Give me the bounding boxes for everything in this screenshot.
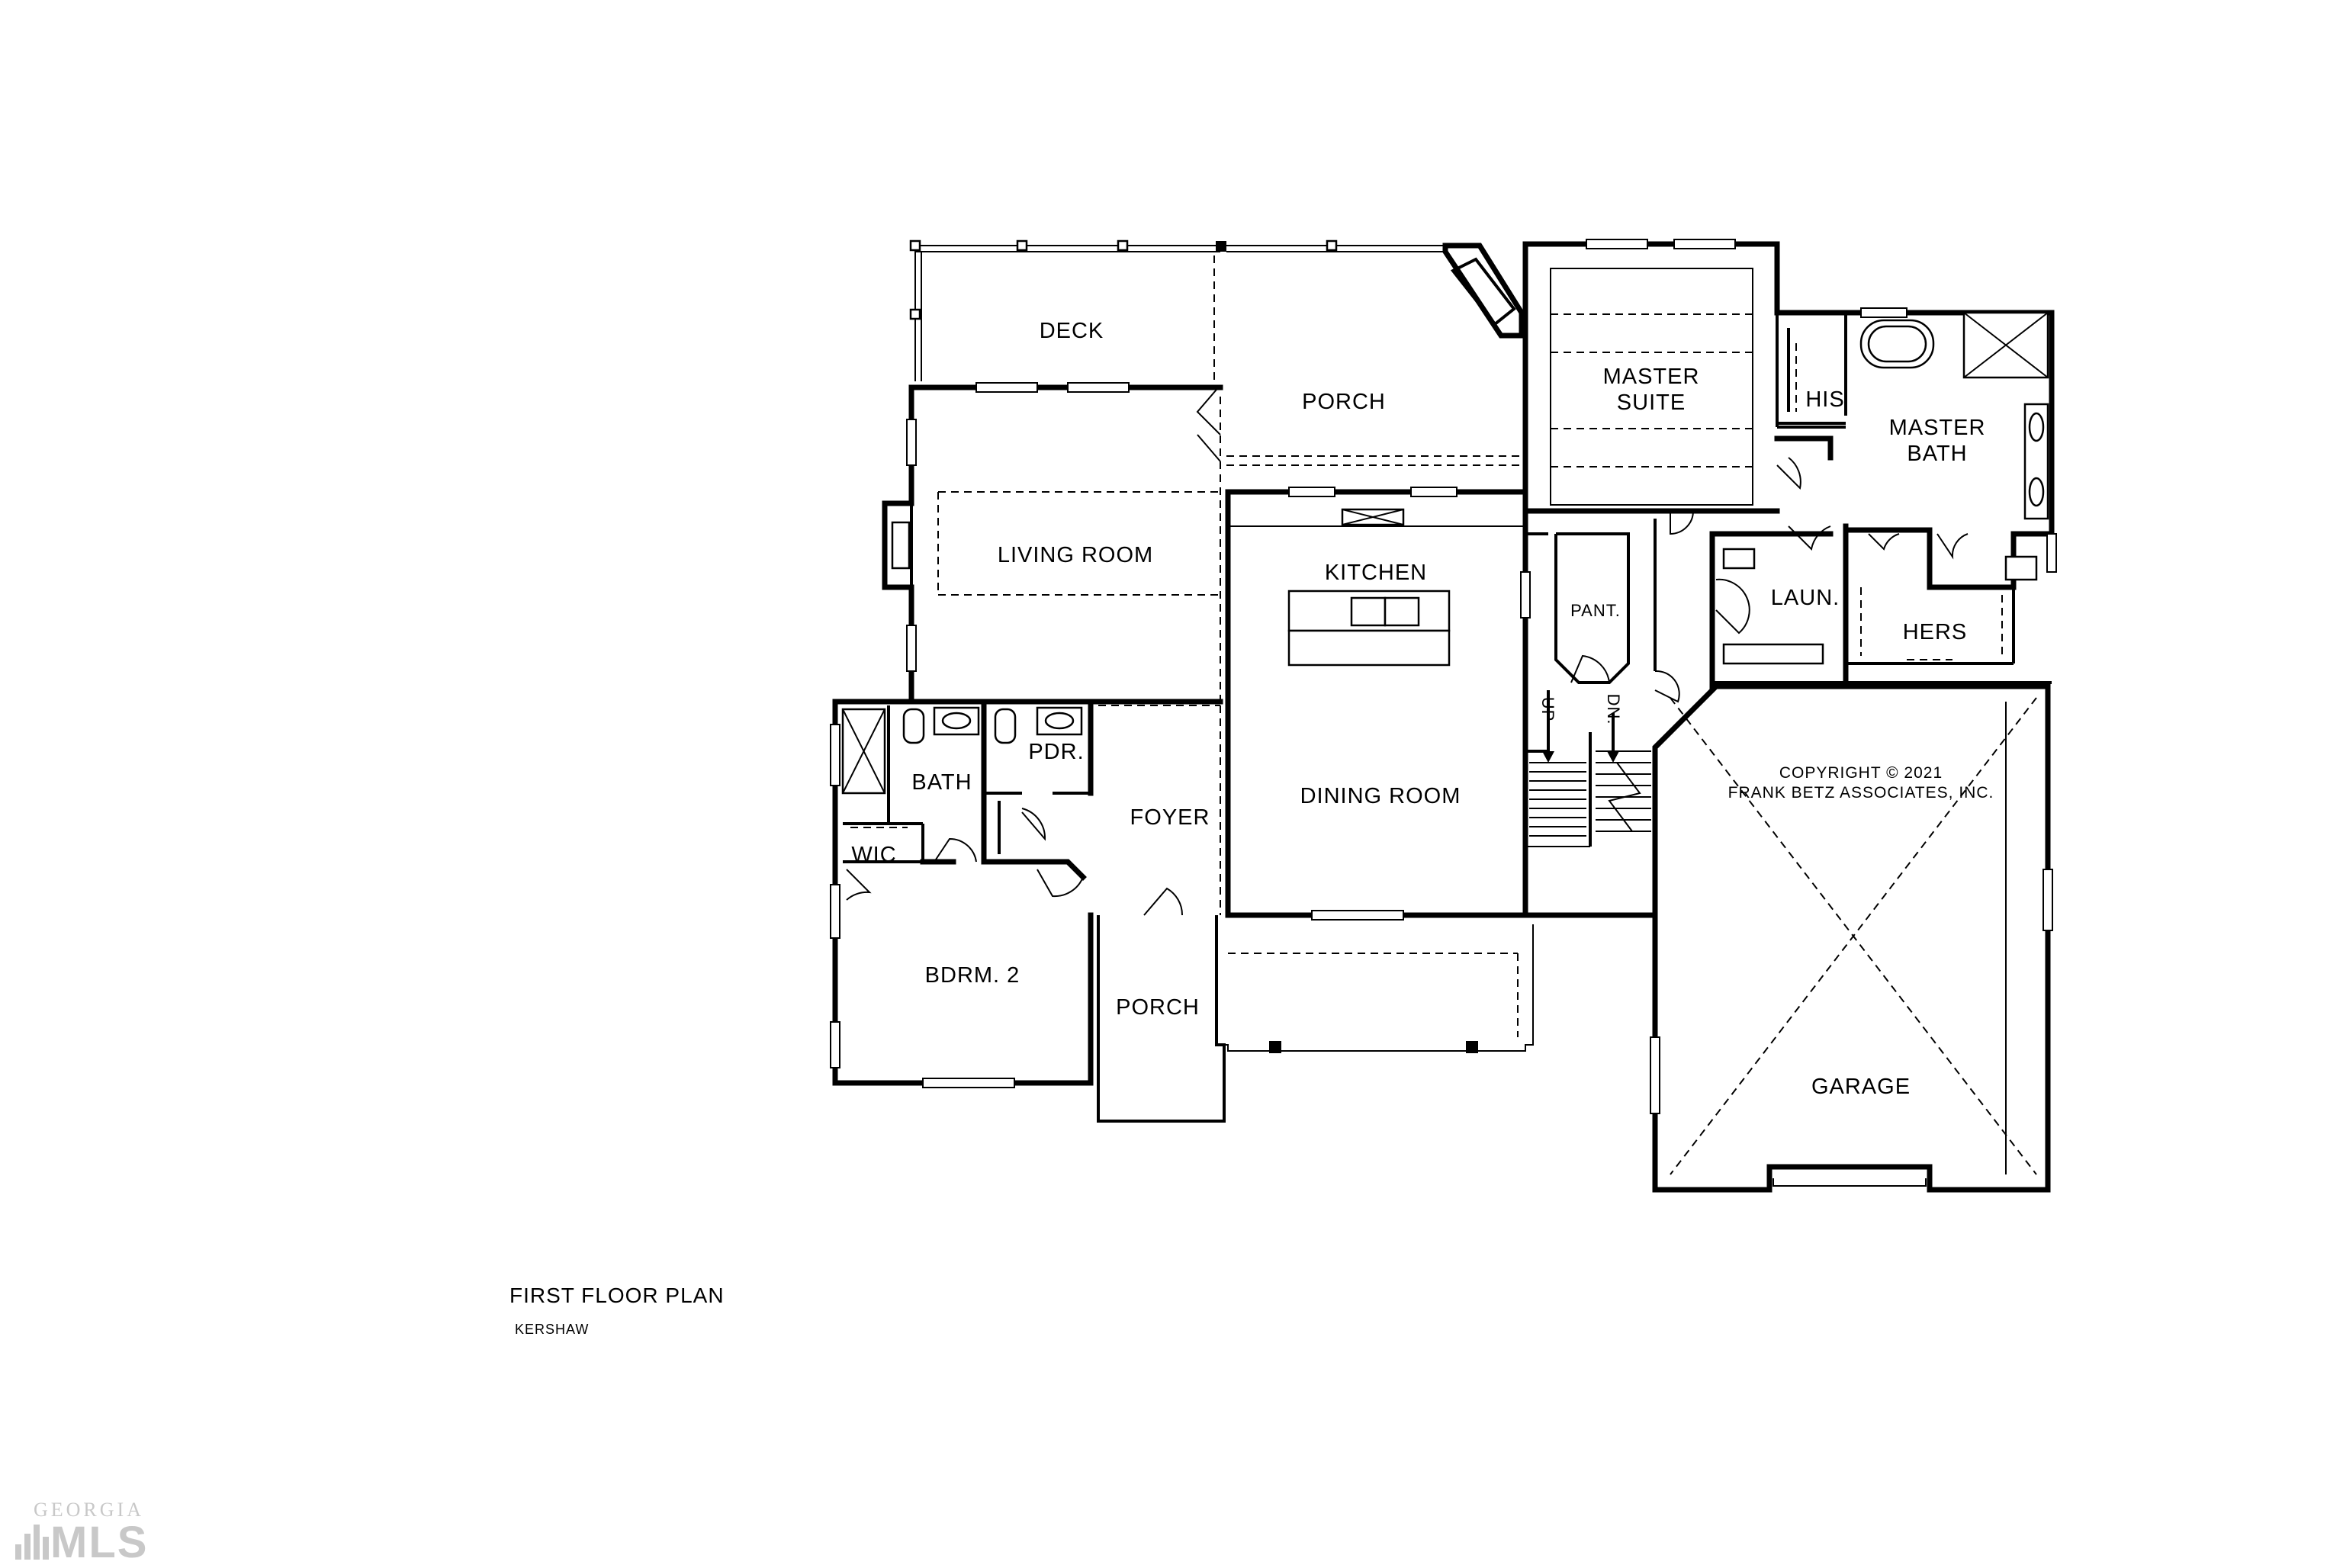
garage-area <box>1670 697 2037 1187</box>
label-laundry: LAUN. <box>1771 586 1840 610</box>
label-master-suite-1: MASTER <box>1603 365 1700 389</box>
interior-walls <box>832 268 2055 1086</box>
label-his: HIS <box>1805 387 1844 412</box>
closet-rods <box>850 343 2003 828</box>
deck-area <box>909 239 1226 381</box>
label-master-suite-2: SUITE <box>1617 390 1686 415</box>
label-wic: WIC <box>851 843 896 867</box>
label-kitchen: KITCHEN <box>1325 561 1427 585</box>
watermark-main-text: MLS <box>50 1518 149 1567</box>
label-stair-up: UP <box>1538 697 1557 722</box>
label-master-bath-2: BATH <box>1907 442 1967 466</box>
label-master-bath-1: MASTER <box>1889 416 1986 440</box>
label-dining-room: DINING ROOM <box>1300 784 1461 808</box>
label-garage: GARAGE <box>1811 1075 1911 1099</box>
label-front-porch: PORCH <box>1116 995 1200 1020</box>
watermark-top-text: GEORGIA <box>34 1499 144 1521</box>
copyright-line-2: FRANK BETZ ASSOCIATES, INC. <box>1728 784 1994 802</box>
plan-subtitle: KERSHAW <box>515 1322 590 1337</box>
plan-title: FIRST FLOOR PLAN <box>509 1284 725 1307</box>
georgia-mls-watermark: GEORGIA MLS <box>12 1499 165 1567</box>
label-pantry: PANT. <box>1570 601 1621 620</box>
label-bedroom-2: BDRM. 2 <box>925 963 1020 988</box>
copyright-line-1: COPYRIGHT © 2021 <box>1779 764 1943 782</box>
bath-fixtures <box>841 706 1083 795</box>
label-living-room: LIVING ROOM <box>998 543 1153 567</box>
watermark-bars-icon <box>15 1525 49 1560</box>
kitchen-fixtures <box>1228 508 1525 667</box>
label-hers: HERS <box>1903 620 1968 644</box>
label-stair-down: DN. <box>1604 694 1623 725</box>
rear-porch-area <box>1213 239 1525 466</box>
doors <box>846 384 1969 916</box>
master-bath-fixtures <box>1859 311 2049 581</box>
room-labels: DECK PORCH MASTER SUITE HIS MASTER BATH … <box>851 319 1994 1099</box>
label-deck: DECK <box>1040 319 1104 343</box>
label-rear-porch: PORCH <box>1302 390 1386 414</box>
label-bath: BATH <box>911 770 972 795</box>
windows <box>830 239 2057 1114</box>
label-foyer: FOYER <box>1130 805 1210 830</box>
fireplace <box>883 502 913 589</box>
label-powder: PDR. <box>1028 740 1084 764</box>
stairs <box>1529 690 1651 837</box>
